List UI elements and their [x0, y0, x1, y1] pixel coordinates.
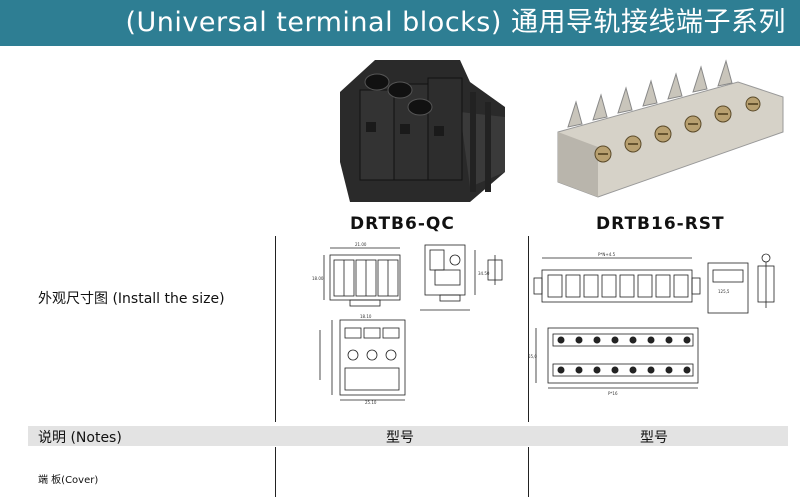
- svg-text:21.00: 21.00: [355, 242, 367, 247]
- model-column-label-1: 型号: [386, 430, 414, 446]
- svg-text:P*N+4.5: P*N+4.5: [598, 252, 616, 257]
- svg-text:34.50: 34.50: [478, 271, 490, 276]
- dimension-drawing-drtb16: P*N+4.5 125,5 55,0P*16: [528, 252, 775, 396]
- svg-text:18.10: 18.10: [360, 314, 372, 319]
- svg-text:P*16: P*16: [608, 391, 618, 396]
- terminal-block-photo-grey: [557, 59, 784, 198]
- column-divider: [528, 236, 529, 422]
- model-column-label-2: 型号: [640, 430, 668, 446]
- svg-text:55,0: 55,0: [528, 354, 537, 359]
- svg-text:125,5: 125,5: [718, 289, 730, 294]
- model-name-drtb6: DRTB6-QC: [350, 214, 455, 234]
- svg-text:18.00: 18.00: [312, 276, 324, 281]
- svg-text:25.10: 25.10: [365, 400, 377, 405]
- model-name-drtb16: DRTB16-RST: [596, 214, 725, 234]
- column-divider: [275, 447, 276, 497]
- page-title: (Universal terminal blocks) 通用导轨接线端子系列: [125, 7, 786, 38]
- column-divider: [528, 447, 529, 497]
- cover-label: 端 板(Cover): [38, 475, 99, 486]
- notes-label: 说明 (Notes): [38, 430, 122, 446]
- terminal-block-photo-dark: [340, 60, 505, 202]
- column-divider: [275, 236, 276, 422]
- notes-row-background: [28, 426, 788, 446]
- dimension-drawing-drtb6: 21.00 18.00 34.50 18.10 25.10: [312, 242, 503, 405]
- install-size-label: 外观尺寸图 (Install the size): [38, 291, 225, 307]
- title-banner: (Universal terminal blocks) 通用导轨接线端子系列: [0, 0, 800, 46]
